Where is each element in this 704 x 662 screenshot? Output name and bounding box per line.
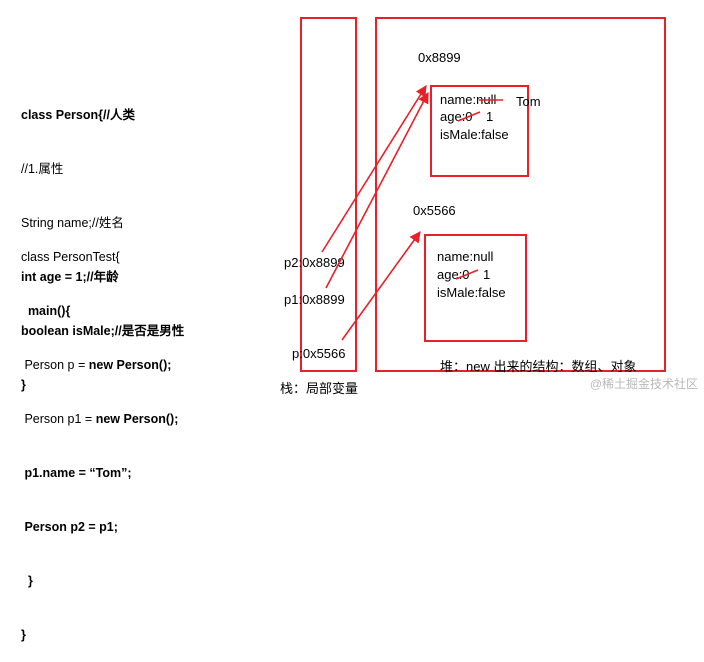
heap-label: 堆：new 出来的结构：数组、对象 xyxy=(440,359,637,374)
code-text: Person p1 = xyxy=(21,412,96,426)
stack-label: 栈：局部变量 xyxy=(280,381,359,396)
field-name-new-value: Tom xyxy=(516,94,541,109)
code-line: class Person{//人类 xyxy=(21,108,135,122)
arrow-p1-to-0x8899 xyxy=(325,92,429,289)
code-line: } xyxy=(21,628,26,642)
strike-age-0-a xyxy=(457,111,481,122)
code-keyword: new Person(); xyxy=(95,412,179,426)
field-is-male: isMale:false xyxy=(437,285,506,300)
code-line: class PersonTest{ xyxy=(21,250,120,264)
code-line: Person p = new Person(); xyxy=(21,356,178,374)
code-text: Person p = xyxy=(21,358,89,372)
field-age-new-value: 1 xyxy=(486,109,494,124)
field-age: age:0 xyxy=(440,109,473,124)
arrow-p2-to-0x8899 xyxy=(321,85,427,253)
stack-var-p2: p2:0x8899 xyxy=(284,255,345,270)
stack-var-p: p:0x5566 xyxy=(292,346,346,361)
stack-var-p1: p1:0x8899 xyxy=(284,292,345,307)
watermark: @稀土掘金技术社区 xyxy=(589,377,698,391)
field-age: age:0 xyxy=(437,267,470,282)
code-line: p1.name = “Tom”; xyxy=(21,466,132,480)
code-line: Person p1 = new Person(); xyxy=(21,410,178,428)
code-line: } xyxy=(21,574,33,588)
code-line: Person p2 = p1; xyxy=(21,520,118,534)
field-name: name:null xyxy=(440,92,497,107)
object-address: 0x5566 xyxy=(413,203,456,218)
field-age-new-value: 1 xyxy=(483,267,491,282)
code-line: boolean isMale;//是否是男性 xyxy=(21,324,185,338)
code-person: class Person{//人类 //1.属性 String name;//姓… xyxy=(21,70,184,412)
reference-arrows xyxy=(321,85,503,341)
field-is-male: isMale:false xyxy=(440,127,509,142)
code-line: } xyxy=(21,378,26,392)
code-keyword: new Person(); xyxy=(88,358,172,372)
code-line: String name;//姓名 xyxy=(21,216,124,230)
code-line: int age = 1;//年龄 xyxy=(21,270,119,284)
code-line: main(){ xyxy=(21,304,71,318)
object-address: 0x8899 xyxy=(418,50,461,65)
heap-object-0x8899 xyxy=(430,85,529,177)
field-name: name:null xyxy=(437,249,494,264)
arrow-p-to-0x5566 xyxy=(341,231,421,341)
code-line: //1.属性 xyxy=(21,162,64,176)
heap-object-0x5566 xyxy=(424,234,527,342)
heap-region xyxy=(375,17,666,372)
stack-region xyxy=(300,17,357,372)
strike-age-0-b xyxy=(455,269,479,280)
